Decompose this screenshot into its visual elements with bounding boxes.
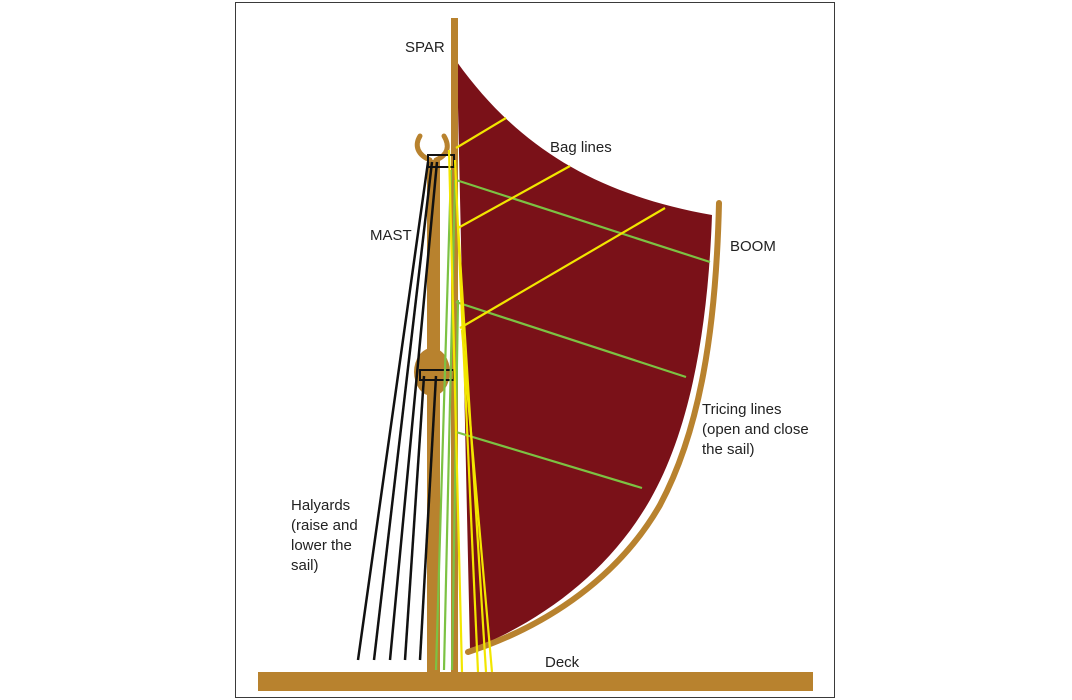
label-tricing-lines: Tricing lines (open and close the sail) xyxy=(702,401,813,458)
tricing-line xyxy=(434,169,453,671)
bag-line xyxy=(460,329,494,673)
bag-line xyxy=(459,207,666,329)
bag-line xyxy=(447,149,464,673)
tricing-line xyxy=(442,179,457,671)
halyard-line xyxy=(388,161,439,661)
label-spar: SPAR xyxy=(405,39,445,56)
sail xyxy=(457,62,712,650)
tricing-lines xyxy=(434,169,711,671)
halyard-line xyxy=(418,375,438,661)
mast-top-horn-right xyxy=(433,133,450,163)
label-bag-lines: Bag lines xyxy=(550,139,612,156)
label-halyards-line-3: lower the xyxy=(291,537,352,554)
diagram-frame xyxy=(235,2,835,698)
label-deck: Deck xyxy=(545,654,580,671)
boom xyxy=(465,200,722,655)
bag-line xyxy=(457,165,571,229)
deck xyxy=(258,672,813,691)
halyard-line xyxy=(356,161,430,661)
label-mast: MAST xyxy=(370,227,412,244)
label-tricing-line-1: Tricing lines xyxy=(702,401,781,418)
label-halyards-line-4: sail) xyxy=(291,557,319,574)
halyard-line xyxy=(372,161,434,661)
tricing-line xyxy=(455,300,687,379)
tricing-line xyxy=(455,430,643,490)
tricing-line xyxy=(450,299,460,671)
label-boom: BOOM xyxy=(730,238,776,255)
bag-lines xyxy=(447,117,666,673)
label-tricing-line-2: (open and close xyxy=(702,421,809,438)
halyard-line xyxy=(403,375,426,661)
label-tricing-line-3: the sail) xyxy=(702,441,755,458)
bag-line xyxy=(455,117,507,149)
label-halyards-line-2: (raise and xyxy=(291,517,358,534)
tricing-line xyxy=(455,178,711,264)
label-halyards-line-1: Halyards xyxy=(291,497,350,514)
halyards xyxy=(356,161,439,661)
label-halyards: Halyards (raise and lower the sail) xyxy=(291,497,362,574)
